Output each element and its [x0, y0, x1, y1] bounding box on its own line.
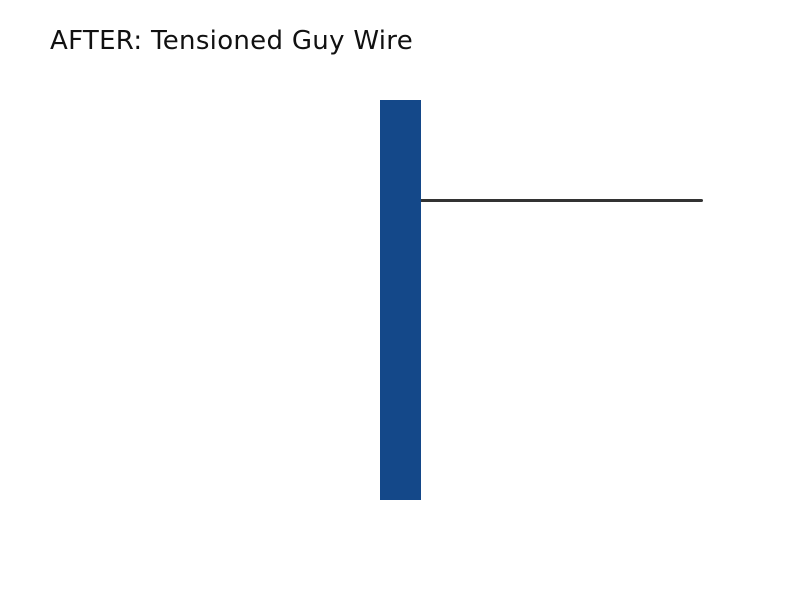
guy-wire: [421, 199, 703, 202]
diagram-title: AFTER: Tensioned Guy Wire: [50, 26, 413, 56]
utility-pole: [380, 100, 421, 500]
